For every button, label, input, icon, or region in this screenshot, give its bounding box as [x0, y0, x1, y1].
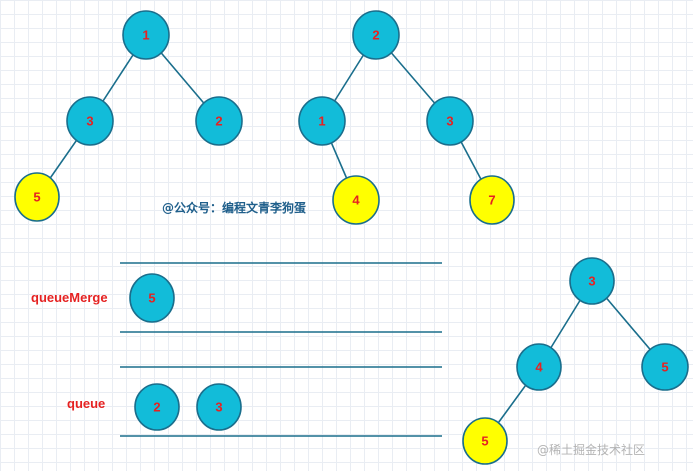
tree-node-t1-root: 1: [122, 10, 170, 60]
tree-node-t1-right-label: 2: [215, 114, 222, 129]
tree-node-t1-right: 2: [195, 96, 243, 146]
queueMerge-item-0-label: 5: [148, 291, 155, 306]
tree-node-t2-left-circle: [298, 96, 346, 146]
tree-node-r-root-circle: [569, 257, 615, 305]
queue-item-0-label: 2: [153, 400, 160, 415]
tree-node-r-left-left-circle: [462, 417, 508, 465]
tree-node-r-left-label: 4: [535, 360, 543, 375]
author-note: @公众号：编程文青李狗蛋: [162, 200, 306, 215]
queue-label: queue: [67, 396, 105, 411]
queue-item-0-circle: [134, 383, 180, 431]
tree-node-r-root-label: 3: [588, 274, 595, 289]
queue-merge-label: queueMerge: [31, 290, 108, 305]
queueMerge-item-0-circle: [129, 273, 175, 323]
tree-node-t1-left-left: 5: [14, 172, 60, 222]
labels-layer: @公众号：编程文青李狗蛋 queueMerge queue @稀土掘金技术社区: [31, 200, 645, 457]
tree-node-r-root: 3: [569, 257, 615, 305]
nodes-layer: 1 3 2 5 2 1 3 4 7 3 4 5 5 5 2 3: [14, 10, 689, 465]
tree-node-t1-left-circle: [66, 96, 114, 146]
queue-item-0: 2: [134, 383, 180, 431]
tree-node-r-left-left: 5: [462, 417, 508, 465]
tree-node-r-left-left-label: 5: [481, 434, 488, 449]
tree-node-t1-root-circle: [122, 10, 170, 60]
tree-node-r-left: 4: [516, 343, 562, 391]
tree-node-t2-left-right-label: 4: [352, 193, 360, 208]
tree-node-r-left-circle: [516, 343, 562, 391]
tree-node-t2-left: 1: [298, 96, 346, 146]
tree-node-t1-left: 3: [66, 96, 114, 146]
tree-node-r-right-label: 5: [661, 360, 668, 375]
tree-node-t2-right-right-label: 7: [488, 193, 495, 208]
tree-node-t1-left-left-label: 5: [33, 190, 40, 205]
tree-node-t1-left-label: 3: [86, 114, 93, 129]
watermark: @稀土掘金技术社区: [537, 442, 645, 457]
queue-item-1: 3: [196, 383, 242, 431]
tree-node-t2-right: 3: [426, 96, 474, 146]
tree-node-t2-right-circle: [426, 96, 474, 146]
tree-node-t1-left-left-circle: [14, 172, 60, 222]
queue-item-1-circle: [196, 383, 242, 431]
tree-node-t2-right-right-circle: [469, 175, 515, 225]
tree-node-t2-left-right: 4: [332, 175, 380, 225]
tree-node-t2-right-right: 7: [469, 175, 515, 225]
queue-rails-layer: [120, 262, 442, 437]
tree-node-r-right: 5: [641, 343, 689, 391]
queue-item-1-label: 3: [215, 400, 222, 415]
queueMerge-item-0: 5: [129, 273, 175, 323]
tree-node-r-right-circle: [641, 343, 689, 391]
edges-layer: [36, 34, 666, 442]
tree-node-t1-root-label: 1: [142, 28, 149, 43]
tree-node-t2-left-right-circle: [332, 175, 380, 225]
tree-node-t2-right-label: 3: [446, 114, 453, 129]
tree-node-t1-right-circle: [195, 96, 243, 146]
tree-node-t2-root-circle: [352, 10, 400, 60]
tree-node-t2-root-label: 2: [372, 28, 379, 43]
tree-node-t2-left-label: 1: [318, 114, 325, 129]
tree-node-t2-root: 2: [352, 10, 400, 60]
